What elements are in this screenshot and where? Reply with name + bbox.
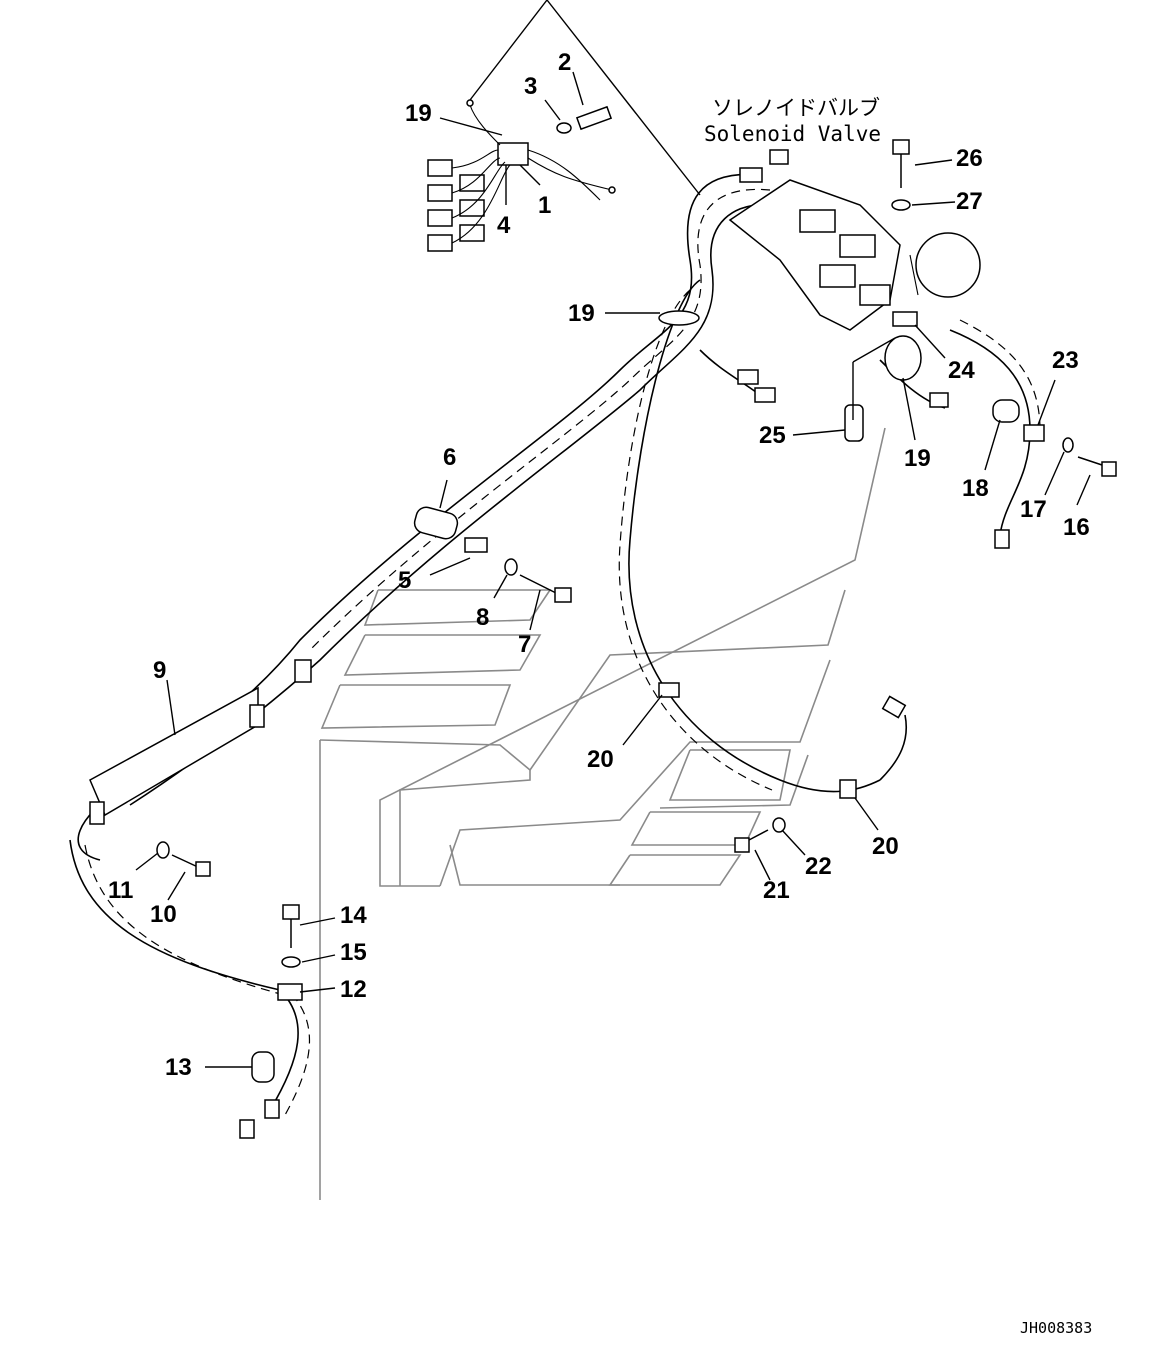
callout-20-b: 20 bbox=[872, 833, 899, 860]
callout-11: 11 bbox=[108, 877, 133, 904]
callout-10: 10 bbox=[150, 901, 177, 928]
callout-8: 8 bbox=[476, 604, 489, 631]
callout-20-a: 20 bbox=[587, 746, 614, 773]
callout-5: 5 bbox=[398, 567, 411, 594]
callout-26: 26 bbox=[956, 145, 983, 172]
callout-25: 25 bbox=[759, 422, 786, 449]
drawing-code: JH008383 bbox=[1020, 1319, 1092, 1337]
callout-2: 2 bbox=[558, 49, 571, 76]
callout-22: 22 bbox=[805, 853, 832, 880]
leader-lines bbox=[135, 0, 1091, 1068]
callout-16: 16 bbox=[1063, 514, 1090, 541]
wiring-harness-connector bbox=[427, 99, 616, 252]
callout-14: 14 bbox=[340, 902, 367, 929]
callout-13: 13 bbox=[165, 1054, 192, 1081]
solenoid-valve-label-jp: ソレノイドバルブ bbox=[712, 96, 880, 120]
solenoid-valve-assembly bbox=[728, 149, 981, 408]
solenoid-valve-label-en: Solenoid Valve bbox=[704, 122, 881, 146]
machine-body-outline bbox=[319, 427, 886, 1200]
callout-27: 27 bbox=[956, 188, 983, 215]
callout-3: 3 bbox=[524, 73, 537, 100]
accumulator bbox=[915, 232, 981, 298]
callout-21: 21 bbox=[763, 877, 790, 904]
callout-17: 17 bbox=[1020, 496, 1047, 523]
callout-15: 15 bbox=[340, 939, 367, 966]
callout-9: 9 bbox=[153, 657, 166, 684]
callout-18: 18 bbox=[962, 475, 989, 502]
callout-6: 6 bbox=[443, 444, 456, 471]
callout-labels: 1 2 3 4 19 19 19 5 6 7 8 9 10 11 12 13 1… bbox=[108, 49, 1090, 1081]
callout-19-a: 19 bbox=[405, 100, 432, 127]
callout-7: 7 bbox=[518, 631, 531, 658]
callout-1: 1 bbox=[538, 192, 551, 219]
callout-24: 24 bbox=[948, 357, 975, 384]
callout-19-b: 19 bbox=[568, 300, 595, 327]
callout-4: 4 bbox=[497, 212, 511, 239]
parts bbox=[89, 105, 1117, 1139]
callout-23: 23 bbox=[1052, 347, 1079, 374]
callout-19-c: 19 bbox=[904, 445, 931, 472]
callout-12: 12 bbox=[340, 976, 367, 1003]
